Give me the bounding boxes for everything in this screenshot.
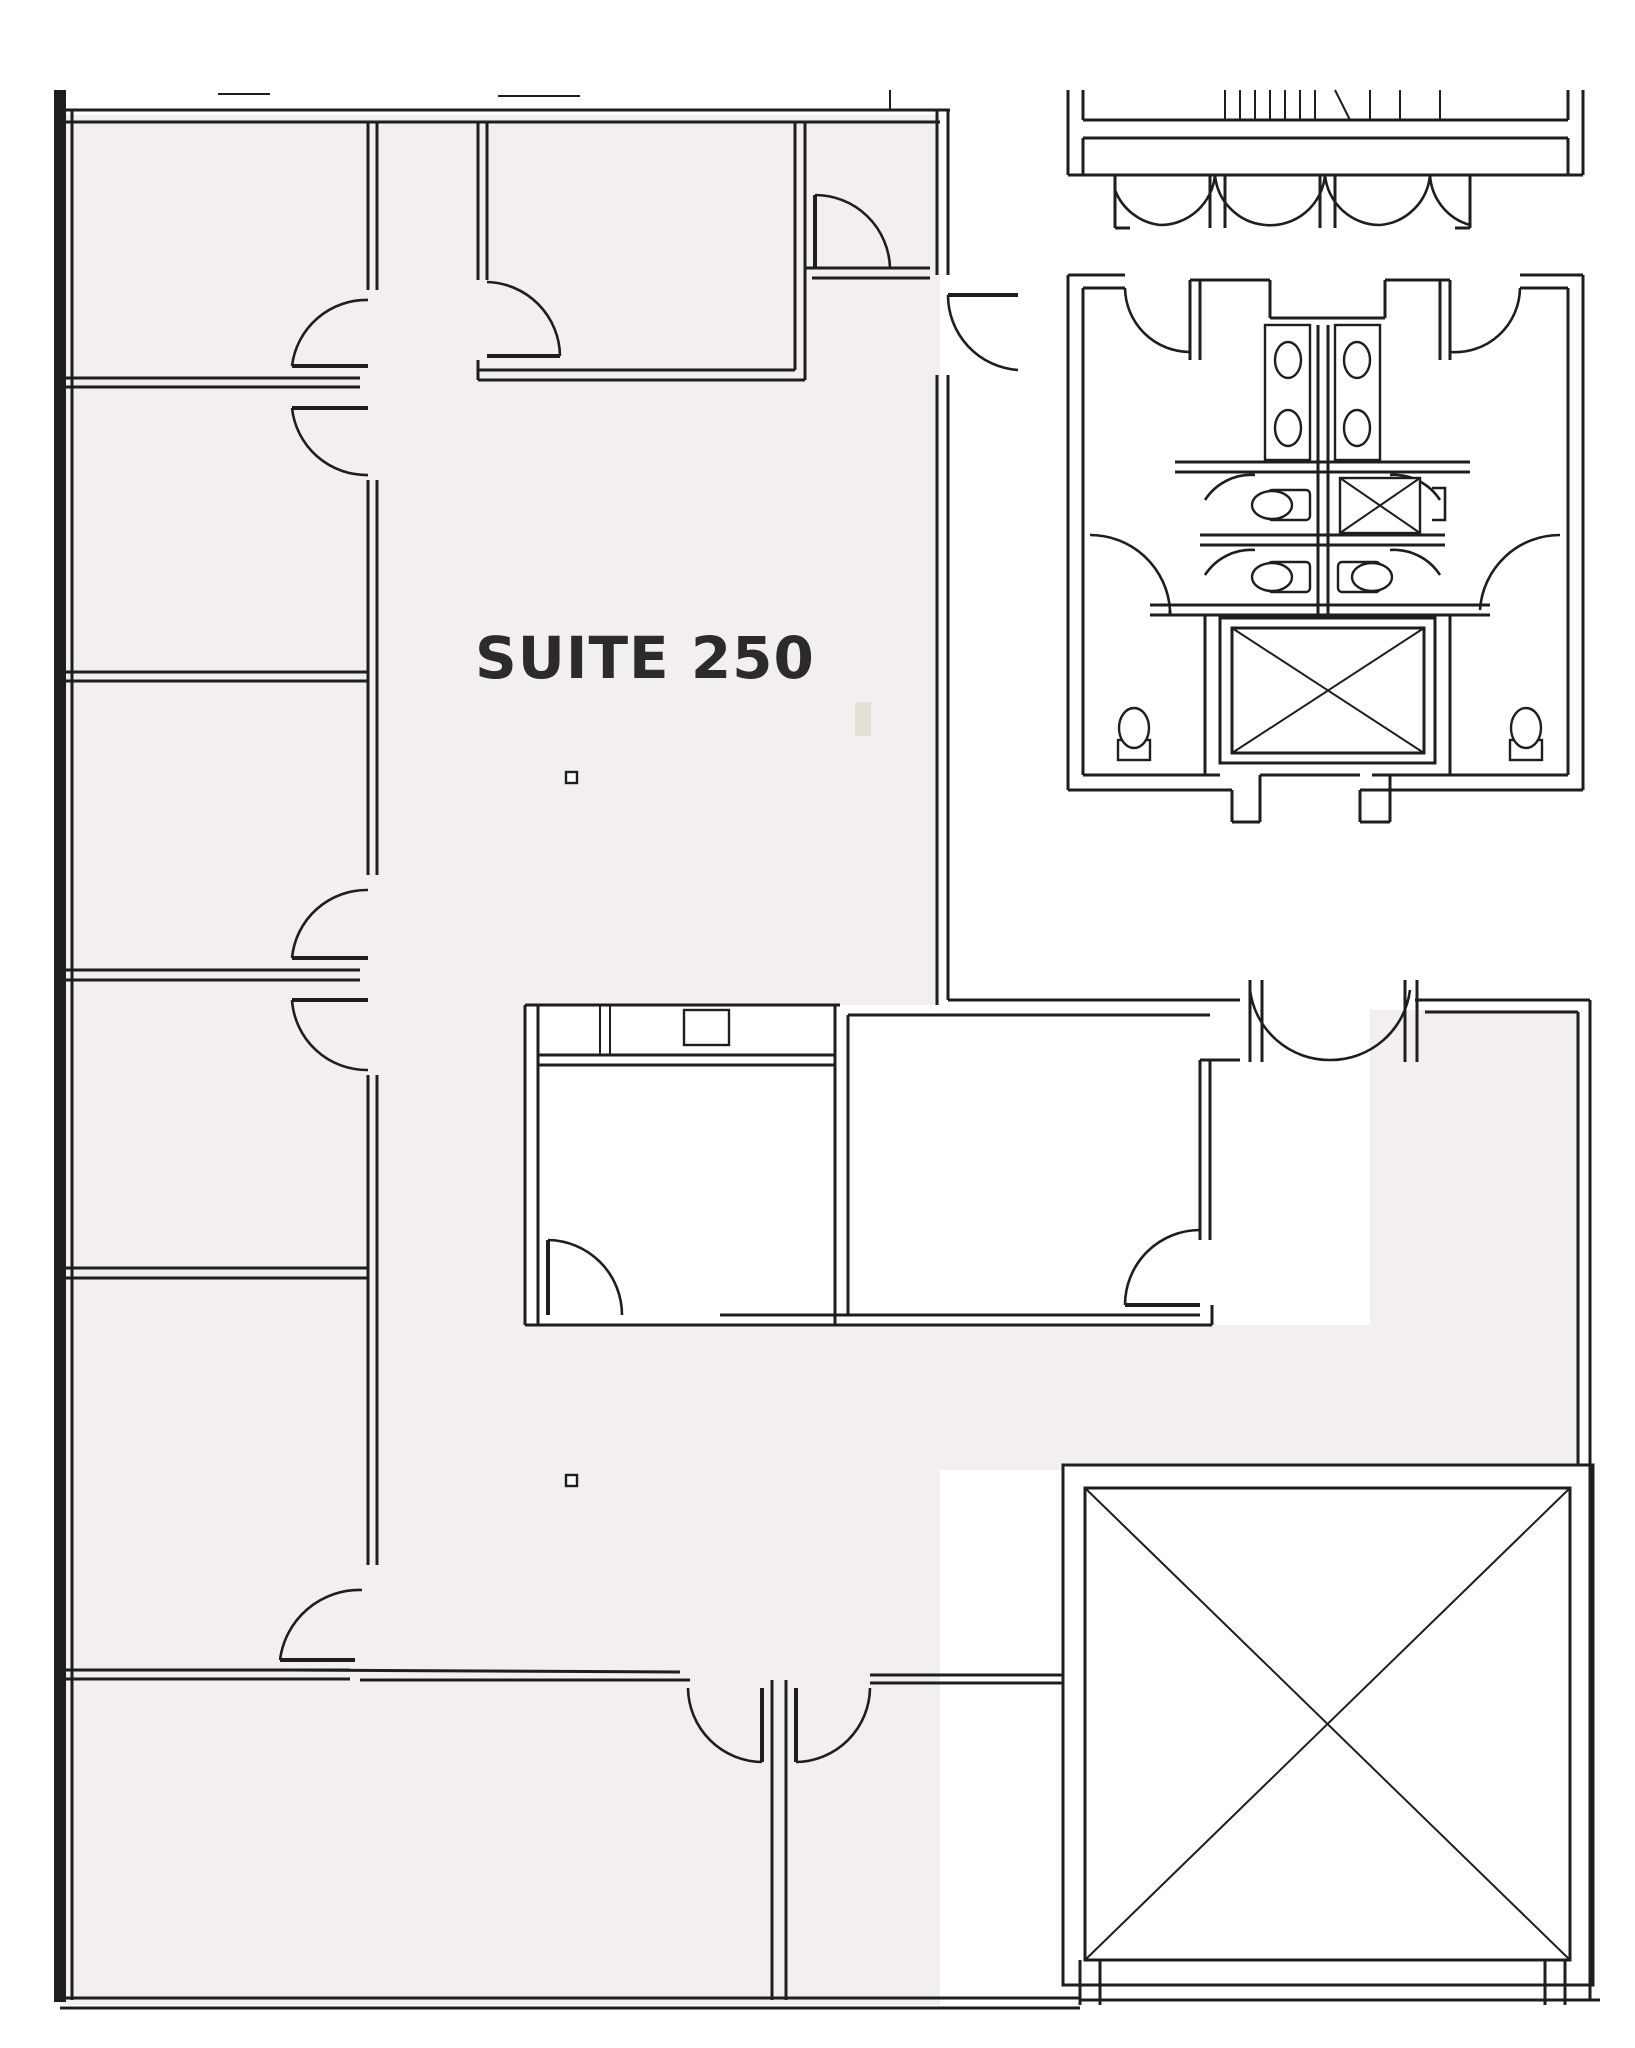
- exterior-walls: [54, 90, 1600, 2010]
- suite-label: SUITE 250: [475, 624, 815, 692]
- office-partitions: [66, 376, 368, 1681]
- north-offices: [476, 122, 930, 382]
- corridor-wall-west: [289, 122, 1068, 2000]
- door-swings: [278, 193, 1419, 1764]
- column-marker: [855, 702, 871, 736]
- central-rooms: [523, 1003, 1370, 1327]
- column-marker: [564, 1473, 579, 1488]
- column-marker: [564, 770, 579, 785]
- open-shaft: [1061, 1463, 1595, 2005]
- restroom-core: [1066, 89, 1585, 824]
